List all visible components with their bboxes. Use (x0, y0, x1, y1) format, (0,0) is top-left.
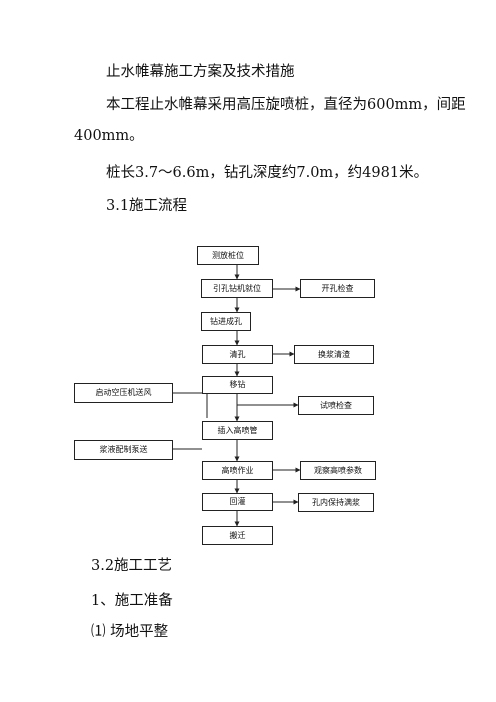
flow-box-slurry-pump: 浆液配制泵送 (74, 440, 173, 460)
paragraph-line: 本工程止水帷幕采用高压旋喷桩，直径为600mm，间距 (106, 97, 466, 113)
list-item: 1、施工准备 (91, 593, 173, 609)
flow-box-drill-hole: 钻进成孔 (201, 312, 251, 331)
list-item: ⑴ 场地平整 (91, 624, 169, 640)
paragraph-line: 桩长3.7～6.6m，钻孔深度约7.0m，约4981米。 (106, 165, 429, 181)
flow-box-move-rig: 移钻 (202, 376, 273, 394)
flow-box-clean-hole: 清孔 (202, 345, 273, 364)
flow-box-observe-params: 观察高喷参数 (300, 461, 376, 480)
paragraph-line: 400mm。 (74, 128, 144, 144)
flow-box-jet-grouting: 高喷作业 (202, 461, 273, 480)
flow-box-open-hole-check: 开孔检查 (300, 279, 375, 298)
flow-box-air-compressor: 启动空压机送风 (74, 383, 173, 403)
flow-box-backfill: 回灌 (202, 493, 273, 511)
section-heading: 3.2施工工艺 (91, 558, 173, 574)
flow-box-relocate: 搬迁 (202, 526, 273, 545)
flow-box-survey-pile: 测放桩位 (197, 246, 259, 265)
document-heading: 止水帷幕施工方案及技术措施 (106, 64, 295, 80)
flow-box-insert-pipe: 插入高喷管 (202, 421, 273, 440)
flow-box-test-jet: 试喷检查 (298, 396, 374, 415)
flow-box-keep-slurry: 孔内保持满浆 (298, 493, 374, 512)
flow-box-rig-in-place: 引孔钻机就位 (201, 279, 273, 298)
section-heading: 3.1施工流程 (106, 198, 188, 214)
flow-box-slurry-exchange: 换浆清渣 (294, 345, 374, 364)
